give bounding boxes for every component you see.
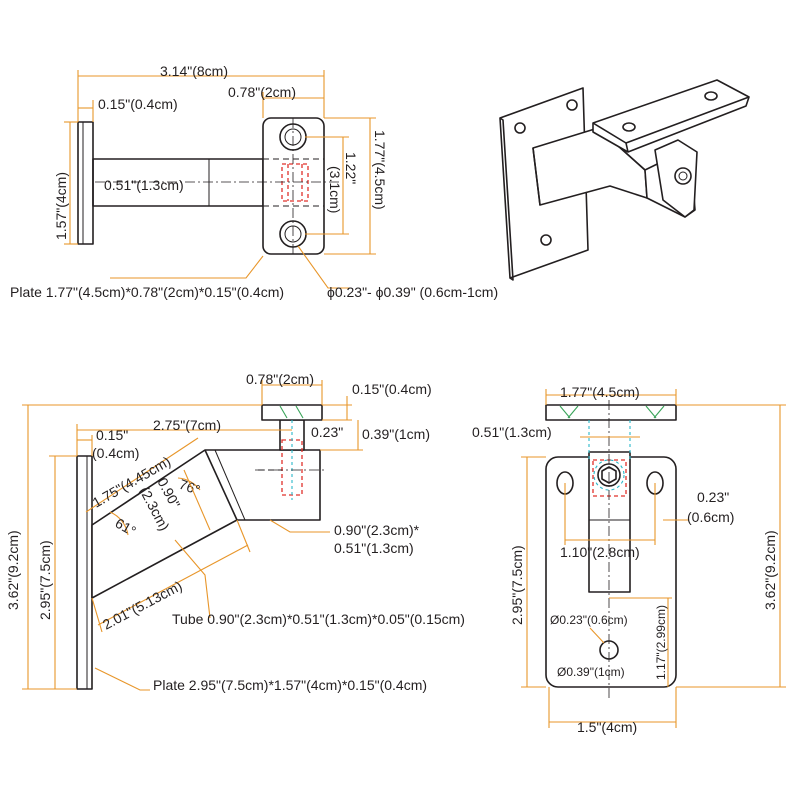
dim-tube-section-2: 0.51"(1.3cm) [334, 540, 414, 556]
dim-hole-spacing-cm: (3.1cm) [327, 166, 343, 213]
dim-tube-width: 0.51"(1.3cm) [104, 177, 184, 193]
dim-plate-height: 2.95"(7.5cm) [37, 540, 53, 620]
dim-front-tube-width: 0.51"(1.3cm) [472, 424, 552, 440]
top-view: 3.14"(8cm) 0.78"(2cm) 0.15"(0.4cm) 1.57"… [10, 63, 498, 300]
dim-wall-plate-thickness-cm: (0.4cm) [92, 445, 139, 461]
dim-front-hole-large: Ø0.39"(1cm) [557, 665, 625, 679]
front-view: 1.77"(4.5cm) 0.51"(1.3cm) 1.10"(2.8cm) 0… [472, 384, 786, 735]
dim-plate-thickness: 0.15"(0.4cm) [98, 96, 178, 112]
dim-angle-top: 76° [177, 476, 202, 498]
dim-side-plate-width: 0.78"(2cm) [246, 371, 314, 387]
dim-front-hole-spacing: 1.10"(2.8cm) [560, 544, 640, 560]
dim-top-plate-length: 1.77"(4.5cm) [372, 130, 388, 210]
label-plate-spec-side: Plate 2.95"(7.5cm)*1.57"(4cm)*0.15"(0.4c… [153, 677, 427, 693]
label-tube-spec: Tube 0.90"(2.3cm)*0.51"(1.3cm)*0.05"(0.1… [172, 611, 465, 627]
side-view-wall-plate [76, 455, 93, 690]
dim-reach: 2.75"(7cm) [153, 417, 221, 433]
label-plate-spec: Plate 1.77"(4.5cm)*0.78"(2cm)*0.15"(0.4c… [10, 284, 284, 300]
dim-post-height: 0.39"(1cm) [362, 426, 430, 442]
iso-top-plate [592, 79, 750, 153]
dim-total-height: 3.62"(9.2cm) [5, 530, 21, 610]
dim-hole-spacing: 1.22" [343, 152, 359, 184]
dim-front-hole-offset: 1.17"(2.99cm) [654, 605, 668, 680]
top-view-top-plate [262, 117, 325, 255]
dim-wall-plate-height: 1.57"(4cm) [53, 172, 69, 240]
dim-front-hole-dia-cm: (0.6cm) [687, 509, 734, 525]
dim-front-plate-width: 1.5"(4cm) [577, 719, 637, 735]
dim-tube-section: 0.90"(2.3cm)* [334, 522, 420, 538]
dim-offset: 0.23" [311, 424, 343, 440]
dim-top-plate-width: 0.78"(2cm) [228, 84, 296, 100]
dim-front-hole-dia: 0.23" [697, 489, 729, 505]
dim-overall-length: 3.14"(8cm) [160, 63, 228, 79]
dim-front-hole-small: Ø0.23"(0.6cm) [550, 613, 628, 627]
dim-side-plate-thickness: 0.15"(0.4cm) [352, 381, 432, 397]
side-view: 0.78"(2cm) 0.15"(0.4cm) 2.75"(7cm) 0.15"… [5, 371, 465, 693]
label-hole-spec: ϕ0.23"- ϕ0.39" (0.6cm-1cm) [327, 284, 498, 300]
dim-wall-plate-thickness: 0.15" [96, 427, 128, 443]
side-view-top-plate [261, 404, 323, 421]
dim-front-total-height: 3.62"(9.2cm) [762, 530, 778, 610]
top-view-wall-plate [77, 121, 94, 245]
dim-front-top-plate-length: 1.77"(4.5cm) [560, 384, 640, 400]
front-view-top-plate [545, 404, 677, 421]
dim-front-plate-height: 2.95"(7.5cm) [509, 545, 525, 625]
isometric-view [499, 79, 750, 281]
